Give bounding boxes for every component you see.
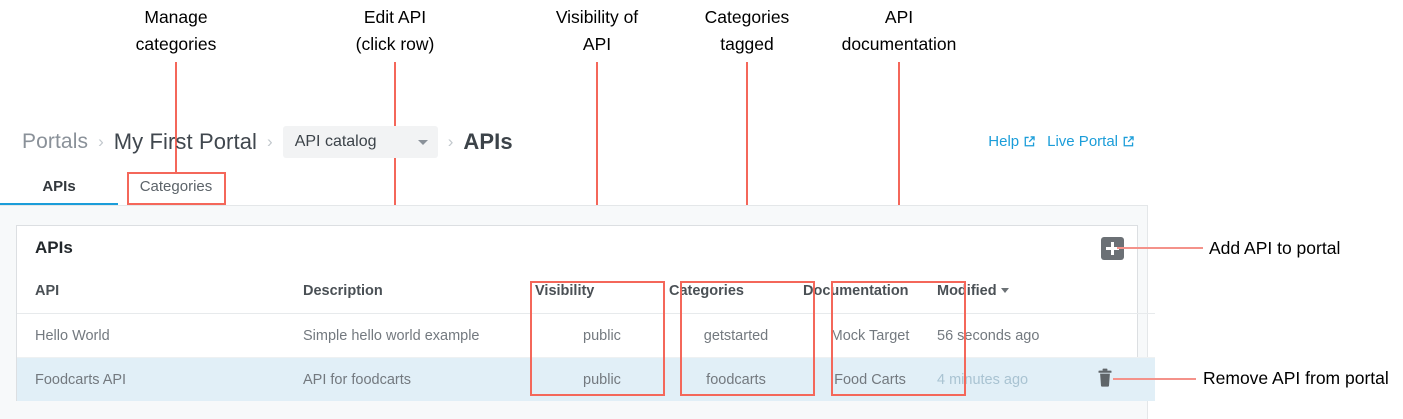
cell-api: Hello World — [17, 313, 303, 358]
annotation-line-1: API — [884, 7, 914, 27]
tab-apis[interactable]: APIs — [36, 170, 82, 203]
annotation-line-2: API — [582, 34, 612, 54]
annotation-manage-categories: Manage categories — [106, 4, 246, 58]
chevron-down-icon — [417, 139, 428, 145]
card-title: APIs — [35, 238, 73, 257]
remove-api-button[interactable] — [1097, 368, 1113, 387]
plus-icon — [1111, 242, 1114, 255]
cell-documentation: Mock Target — [803, 313, 937, 358]
external-link-icon — [1122, 135, 1135, 148]
cell-api: Foodcarts API — [17, 357, 303, 401]
cell-visibility: public — [535, 357, 669, 401]
annotation-line-2: (click row) — [355, 34, 435, 54]
table-header-row: API Description Visibility Categories Do… — [17, 283, 1155, 314]
breadcrumb-current-apis: APIs — [463, 129, 513, 154]
annotation-api-documentation: API documentation — [828, 4, 970, 58]
annotation-line-2: tagged — [720, 34, 774, 54]
annotation-edit-api: Edit API (click row) — [325, 4, 465, 58]
tab-categories-label: Categories — [139, 178, 213, 195]
content-panel: APIs API Description Visibility Categori… — [0, 206, 1155, 419]
cell-description: Simple hello world example — [303, 313, 535, 358]
breadcrumb-catalog-value: API catalog — [294, 133, 377, 150]
leader-line-categories-tagged — [746, 62, 748, 282]
column-header-documentation[interactable]: Documentation — [803, 283, 937, 314]
annotation-add-api-to-portal: Add API to portal — [1209, 238, 1341, 258]
apis-card: APIs API Description Visibility Categori… — [16, 225, 1155, 401]
table-row[interactable]: Foodcarts API API for foodcarts public f… — [17, 357, 1155, 401]
breadcrumb: Portals › My First Portal › API catalog … — [22, 126, 513, 158]
annotation-line-1: Visibility of — [555, 7, 639, 27]
sort-desc-icon — [1000, 288, 1009, 293]
add-api-button[interactable] — [1101, 237, 1124, 260]
tab-categories[interactable]: Categories — [132, 170, 220, 203]
cell-modified: 56 seconds ago — [937, 313, 1155, 358]
top-right-links: Help Live Portal — [988, 133, 1135, 150]
cell-categories: foodcarts — [669, 357, 803, 401]
breadcrumb-my-first-portal[interactable]: My First Portal — [113, 129, 258, 154]
column-header-modified-label: Modified — [937, 283, 997, 299]
help-link[interactable]: Help — [988, 133, 1036, 150]
leader-line-api-documentation — [898, 62, 900, 282]
leader-line-manage-categories — [175, 62, 177, 173]
live-portal-link-label: Live Portal — [1047, 133, 1118, 150]
live-portal-link[interactable]: Live Portal — [1047, 133, 1135, 150]
leader-line-remove-api — [1113, 378, 1196, 380]
breadcrumb-catalog-select[interactable]: API catalog — [282, 126, 438, 158]
annotation-line-2: documentation — [841, 34, 957, 54]
leader-line-visibility-of-api — [596, 62, 598, 282]
annotation-visibility-of-api: Visibility of API — [527, 4, 667, 58]
cell-modified: 4 minutes ago — [937, 357, 1155, 401]
table-row[interactable]: Hello World Simple hello world example p… — [17, 313, 1155, 358]
annotation-line-1: Categories — [704, 7, 790, 27]
tab-active-underline — [0, 203, 118, 206]
annotation-categories-tagged: Categories tagged — [677, 4, 817, 58]
cell-documentation: Food Carts — [803, 357, 937, 401]
breadcrumb-separator: › — [267, 132, 273, 151]
column-header-visibility[interactable]: Visibility — [535, 283, 669, 314]
breadcrumb-separator: › — [98, 132, 104, 151]
annotation-line-2: categories — [135, 34, 217, 54]
leader-line-add-api — [1117, 247, 1203, 249]
tab-apis-label: APIs — [42, 178, 76, 195]
cell-visibility: public — [535, 313, 669, 358]
help-link-label: Help — [988, 133, 1020, 150]
breadcrumb-portals[interactable]: Portals — [22, 130, 89, 153]
cell-description: API for foodcarts — [303, 357, 535, 401]
column-header-description[interactable]: Description — [303, 283, 535, 314]
breadcrumb-separator: › — [447, 132, 454, 151]
external-link-icon — [1023, 135, 1036, 148]
column-header-api[interactable]: API — [17, 283, 303, 314]
annotation-line-1: Manage — [144, 7, 208, 27]
annotation-line-1: Edit API — [363, 7, 427, 27]
annotation-remove-api-from-portal: Remove API from portal — [1203, 368, 1389, 388]
tab-bar: APIs Categories — [0, 170, 1148, 206]
cell-categories: getstarted — [669, 313, 803, 358]
apis-table: API Description Visibility Categories Do… — [17, 283, 1155, 401]
column-header-modified[interactable]: Modified — [937, 283, 1155, 314]
tab-bar-divider — [0, 205, 1148, 206]
column-header-categories[interactable]: Categories — [669, 283, 803, 314]
